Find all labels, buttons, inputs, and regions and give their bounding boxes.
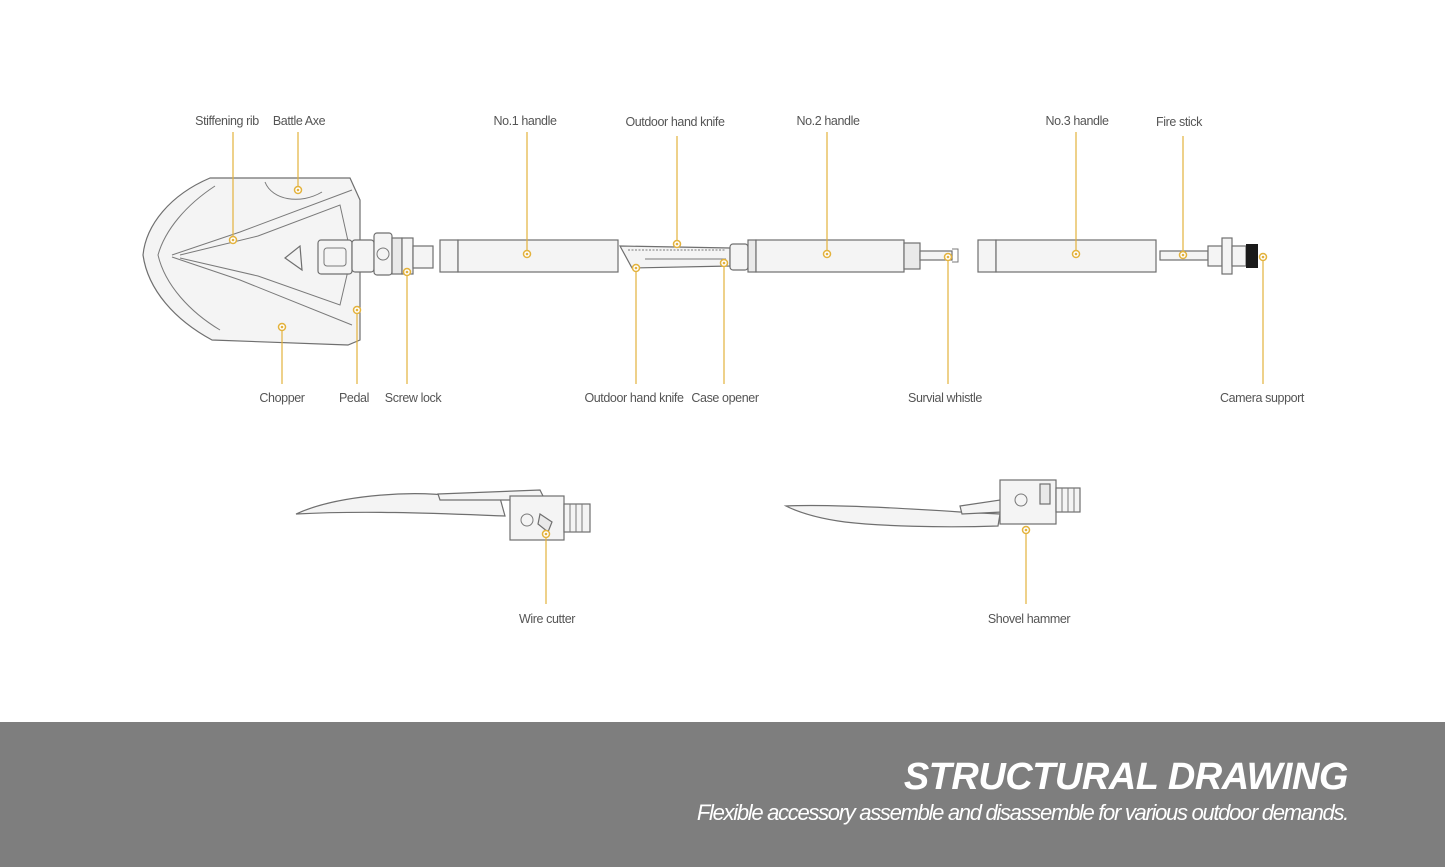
label-camera-support: Camera support (1220, 391, 1305, 405)
leader-outdoor-hand-knife-bottom (631, 263, 641, 384)
shovel-hammer-tool (783, 479, 1081, 528)
label-survival-whistle: Survial whistle (908, 391, 982, 405)
label-fire-stick: Fire stick (1156, 115, 1203, 129)
leader-camera-support (1258, 252, 1268, 384)
leader-no2-handle (822, 132, 832, 259)
label-outdoor-hand-knife-top: Outdoor hand knife (625, 115, 725, 129)
leader-wire-cutter (541, 529, 551, 604)
leader-case-opener (719, 258, 729, 384)
label-case-opener: Case opener (691, 391, 758, 405)
shovel-neck (351, 232, 434, 276)
leader-pedal (352, 305, 362, 384)
label-stiffening-rib: Stiffening rib (195, 114, 259, 128)
leader-no1-handle (522, 132, 532, 259)
banner-subtitle: Flexible accessory assemble and disassem… (696, 800, 1349, 825)
label-no3-handle: No.3 handle (1045, 114, 1108, 128)
label-outdoor-hand-knife-bottom: Outdoor hand knife (584, 391, 684, 405)
no2-handle (755, 239, 959, 273)
label-battle-axe: Battle Axe (273, 114, 326, 128)
no1-handle (439, 239, 619, 273)
knife-section (618, 239, 757, 273)
label-no2-handle: No.2 handle (796, 114, 859, 128)
banner-title: STRUCTURAL DRAWING (903, 756, 1349, 798)
footer-banner: STRUCTURAL DRAWING Flexible accessory as… (0, 722, 1445, 867)
leader-stiffening-rib (228, 132, 238, 245)
structural-diagram: Stiffening rib Battle Axe No.1 handle Ou… (142, 114, 1305, 626)
leader-fire-stick (1178, 136, 1188, 260)
no3-handle (977, 239, 1157, 273)
label-wire-cutter: Wire cutter (519, 612, 575, 626)
leader-battle-axe (293, 132, 303, 195)
leader-no3-handle (1071, 132, 1081, 259)
leader-screw-lock (402, 267, 412, 384)
label-shovel-hammer: Shovel hammer (988, 612, 1071, 626)
leader-outdoor-hand-knife-top (672, 136, 682, 249)
label-chopper: Chopper (259, 391, 304, 405)
label-no1-handle: No.1 handle (493, 114, 556, 128)
shovel-head (142, 177, 361, 346)
leader-shovel-hammer (1021, 525, 1031, 604)
label-pedal: Pedal (339, 391, 369, 405)
leader-survival-whistle (943, 252, 953, 384)
fire-stick-assembly (1159, 237, 1258, 275)
label-screw-lock: Screw lock (385, 391, 443, 405)
wire-cutter-tool (295, 489, 591, 541)
leader-chopper (277, 322, 287, 384)
